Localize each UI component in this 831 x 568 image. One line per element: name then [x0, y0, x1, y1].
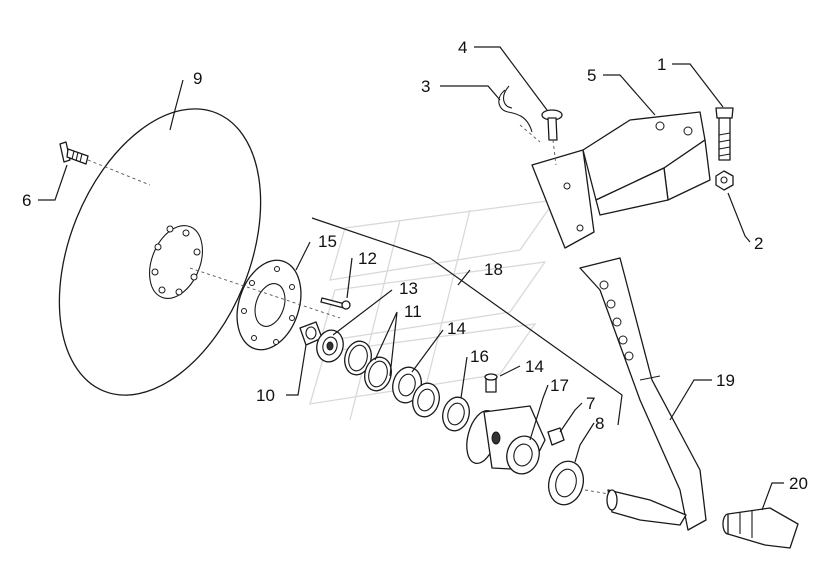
mounting-bracket [531, 111, 711, 249]
leader-lines [38, 46, 784, 511]
callout-18: 17 [550, 376, 569, 395]
assembly-bracket-line [311, 217, 623, 426]
callout-16: 15 [318, 232, 337, 251]
spacer-washers [412, 382, 470, 432]
grease-nipple [484, 373, 498, 393]
spring-clip [498, 85, 541, 143]
callout-4: 4 [458, 38, 467, 57]
callout-19: 18 [484, 260, 503, 279]
callout-11: 10 [256, 386, 275, 405]
bracket-bolt [715, 107, 734, 161]
callout-6: 6 [22, 191, 31, 210]
callout-13: 12 [358, 249, 377, 268]
callout-8: 8 [595, 414, 604, 433]
seal-rings [344, 340, 392, 392]
hub-nut [547, 427, 565, 446]
callout-17: 16 [470, 347, 489, 366]
small-screw [320, 297, 351, 310]
scraper-tip [722, 507, 799, 549]
callout-9: 9 [193, 69, 202, 88]
scraper-arm [579, 257, 707, 531]
callout-1: 1 [657, 55, 666, 74]
callout-3: 3 [421, 77, 430, 96]
hub-seal [547, 460, 616, 506]
callout-12: 11 [404, 302, 422, 321]
callout-20: 20 [789, 474, 808, 493]
callout-15: 14 [525, 357, 544, 376]
disc-bolt [59, 141, 151, 186]
callout-14-top: 13 [399, 279, 418, 298]
callout-7: 7 [586, 394, 595, 413]
bearing-left [316, 329, 344, 363]
watermark-logo [309, 199, 557, 421]
hub-housing [466, 405, 546, 475]
linch-pin [541, 109, 563, 166]
callout-14-lower: 14 [447, 319, 466, 338]
disc-blade [58, 108, 262, 396]
bracket-nut [715, 170, 734, 191]
callout-2: 2 [754, 234, 763, 253]
callout-10: 19 [716, 371, 735, 390]
callout-labels: 9 6 15 12 13 11 14 16 14 17 7 8 10 18 3 … [22, 38, 808, 493]
callout-5: 5 [587, 66, 596, 85]
flange-plate [189, 259, 341, 351]
